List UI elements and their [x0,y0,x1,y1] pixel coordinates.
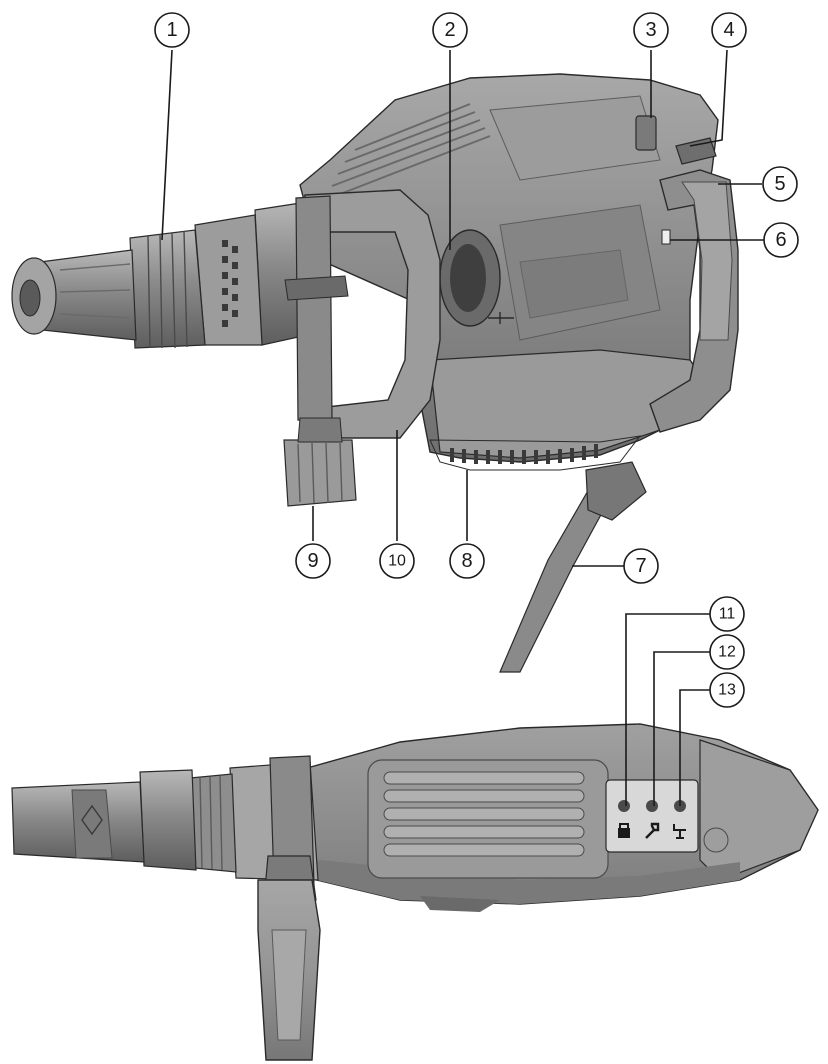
callout-label-1: 1 [166,19,177,41]
nose-symbol [703,827,729,853]
handle-grip [681,181,733,341]
callout-label-10: 10 [388,553,406,570]
hammer-side-view [11,73,739,673]
cooling-fins-top [329,103,491,199]
callout-2: 2 [432,12,468,48]
callout-5: 5 [762,166,798,202]
vent-shroud [429,435,642,471]
handle-knob [283,439,357,507]
callout-7: 7 [623,548,659,584]
chuck-grip-ribs [59,263,131,319]
chisel-holder-inner [450,244,486,312]
side-panel-recess [519,249,629,319]
top-ring-ribs [199,775,223,871]
callout-label-3: 3 [645,19,656,41]
callout-label-12: 12 [718,644,736,661]
chisel-symbol [488,312,514,324]
body-foot [420,896,500,912]
callout-label-2: 2 [444,19,455,41]
indicator-led-12 [646,800,658,812]
side-panel-ridge [489,95,661,181]
indicator-led-11 [618,800,630,812]
callout-label-11: 11 [719,606,736,623]
top-handle-inner [271,929,307,1041]
service-indicator [661,229,671,245]
callout-4: 4 [711,12,747,48]
on-off-switch [675,137,717,165]
chuck-rings [147,230,188,349]
collar-ring [194,214,263,346]
tool-chuck [129,229,206,349]
air-vents [450,444,598,464]
cord-guard [585,461,647,521]
callout-11: 11 [709,596,745,632]
service-wrench-icon [645,822,660,839]
callout-12: 12 [709,634,745,670]
chisel-position-icon [673,824,686,839]
top-body-nose [699,739,819,881]
top-fins [383,771,585,857]
callout-3: 3 [633,12,669,48]
indicator-panel [605,779,699,853]
callout-10: 10 [379,543,415,579]
callout-label-9: 9 [307,550,318,572]
callout-label-6: 6 [775,229,786,251]
callout-13: 13 [709,672,745,708]
callout-label-5: 5 [774,173,785,195]
knob-ribs [297,442,343,504]
callout-1: 1 [154,12,190,48]
callout-label-8: 8 [461,550,472,572]
side-handle-clamp [295,195,333,421]
top-chuck-badge [71,789,113,859]
callout-label-13: 13 [718,682,736,699]
leader-lines [161,49,764,806]
knob-stem [297,417,343,443]
callout-label-4: 4 [723,19,734,41]
lock-button [635,115,657,151]
lock-indicator-icon [618,823,630,838]
top-chuck-emblem [81,804,103,836]
chuck-bore [19,279,41,317]
top-chuck [139,769,197,871]
callout-8: 8 [449,543,485,579]
top-gear-ring [189,773,237,873]
callout-label-7: 7 [635,555,646,577]
collar-teeth [222,240,238,327]
clamp-band [284,275,349,301]
callout-6: 6 [763,222,799,258]
hammer-top-view [11,723,819,1061]
callout-9: 9 [295,543,331,579]
